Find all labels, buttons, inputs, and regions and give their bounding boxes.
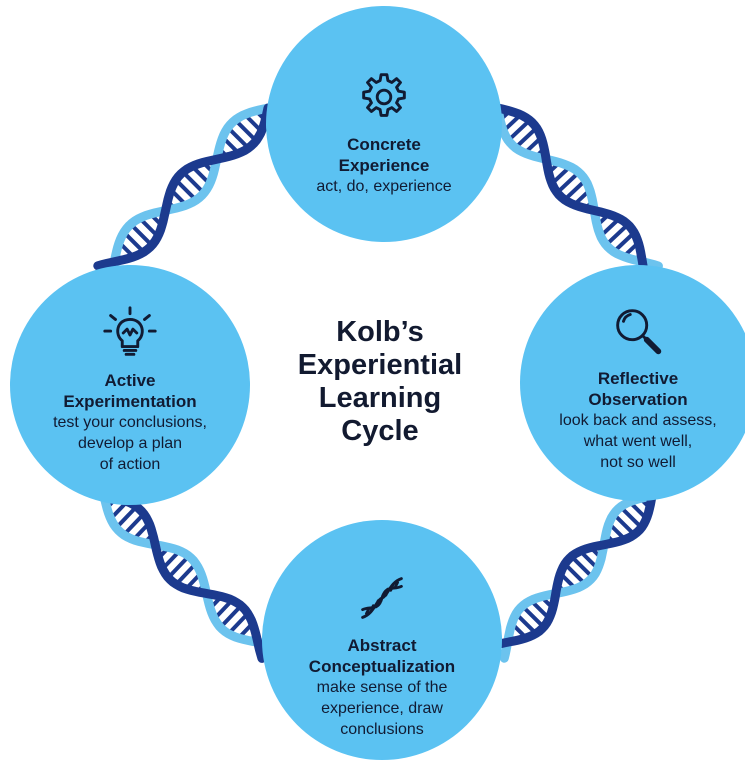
helix-top-right <box>493 103 663 283</box>
helix-rung <box>226 126 250 150</box>
stage-description-line: not so well <box>600 453 676 471</box>
helix-rung <box>114 505 138 530</box>
helix-strand <box>487 491 657 651</box>
helix-bottom-left <box>99 491 279 663</box>
stage-description-line: of action <box>99 455 161 473</box>
stage-abstract-conceptualization: Abstract Conceptualization make sense of… <box>262 520 502 760</box>
helix-rung <box>174 178 198 202</box>
stage-concrete-experience: Concrete Experience act, do, experience <box>266 6 502 242</box>
helix-rung <box>563 178 587 202</box>
stage-title-line: Active <box>104 370 156 390</box>
stage-title-line: Reflective <box>597 368 679 388</box>
diagram-title-line: Cycle <box>341 415 419 447</box>
helix-rung <box>122 512 146 537</box>
helix-rung <box>570 555 594 579</box>
helix-rung <box>520 604 546 629</box>
magnifier-icon <box>607 300 669 362</box>
stage-description-line: look back and assess, <box>559 411 717 429</box>
helix-rung <box>604 223 630 247</box>
helix-bottom-right <box>487 491 657 663</box>
stage-title-line: Conceptualization <box>308 656 456 676</box>
stage-title-line: Observation <box>588 389 688 409</box>
helix-rung <box>166 554 191 580</box>
stage-title-line: Experience <box>338 155 430 175</box>
helix-strand <box>499 491 657 663</box>
helix-strand <box>99 491 279 651</box>
helix-rung <box>619 505 643 530</box>
helix-strand <box>99 491 267 663</box>
stage-active-experimentation: Active Experimentation test your conclus… <box>10 265 250 505</box>
stage-title-line: Concrete <box>347 134 421 154</box>
helix-rung <box>506 118 532 142</box>
diagram-title-line: Kolb’s <box>336 316 424 348</box>
stage-description-line: conclusions <box>340 720 424 738</box>
diagram-title-line: Experiential <box>297 349 463 381</box>
helix-rung <box>129 222 154 247</box>
diagram-title-line: Learning <box>318 382 442 414</box>
lightbulb-icon <box>99 302 161 364</box>
stage-description-line: make sense of the <box>316 678 448 696</box>
diagram-title: Kolb’s Experiential Learning Cycle <box>270 316 490 448</box>
helix-strand <box>493 103 663 271</box>
stage-description-line: what went well, <box>583 432 693 450</box>
helix-strand <box>105 103 273 283</box>
helix-rung <box>233 118 258 143</box>
stage-description-line: develop a plan <box>77 434 183 452</box>
helix-rung <box>174 562 198 586</box>
helix-rung <box>563 562 587 586</box>
stage-description-line: test your conclusions, <box>53 413 207 431</box>
helix-top-left <box>93 103 273 283</box>
helix-rung <box>555 170 581 195</box>
gear-icon <box>353 66 415 128</box>
helix-rung <box>514 126 538 150</box>
stage-title-line: Experimentation <box>63 391 197 411</box>
stage-reflective-observation: Reflective Observation look back and ass… <box>520 265 745 501</box>
helix-strand <box>493 103 651 283</box>
helix-rung <box>218 604 243 629</box>
helix-rung <box>181 170 206 195</box>
stage-title-line: Abstract <box>347 635 417 655</box>
stage-description-line: experience, draw <box>321 699 443 717</box>
helix-strand <box>93 103 273 271</box>
helix-rung <box>612 512 636 536</box>
dna-icon <box>351 567 413 629</box>
stage-description-line: act, do, experience <box>316 177 452 195</box>
